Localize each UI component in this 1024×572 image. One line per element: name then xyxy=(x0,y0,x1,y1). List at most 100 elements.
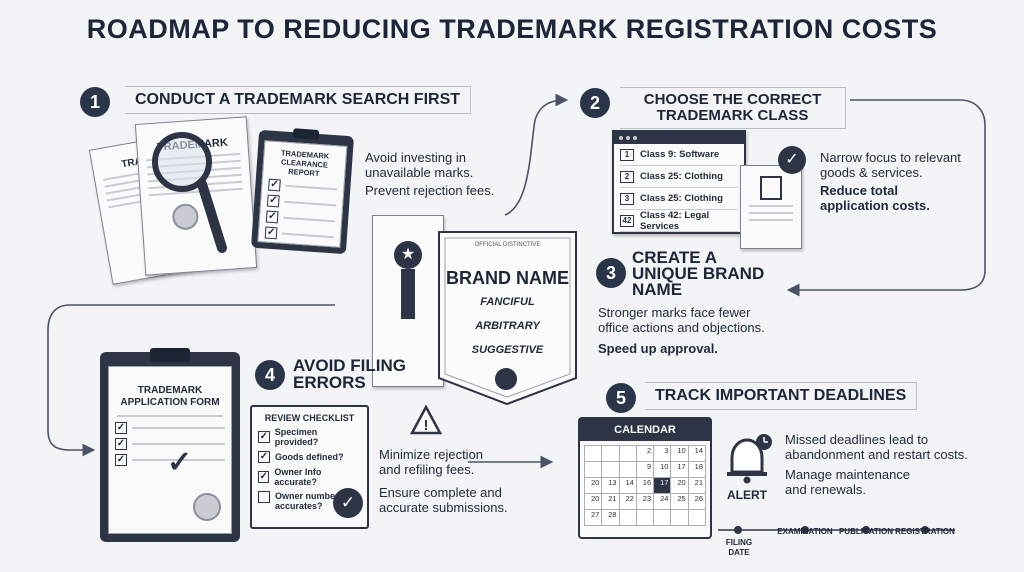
seal-icon xyxy=(193,493,221,521)
calendar-day: 22 xyxy=(619,494,636,509)
step-1-heading: CONDUCT A TRADEMARK SEARCH FIRST xyxy=(125,86,472,114)
calendar-day xyxy=(619,446,636,461)
calendar-day: 21 xyxy=(602,494,619,509)
step-5-heading: TRACK IMPORTANT DEADLINES xyxy=(645,382,918,410)
mark-type-2: ARBITRARY xyxy=(475,320,540,332)
calendar-day: 17 xyxy=(671,462,688,477)
calendar-day xyxy=(654,510,671,525)
checkmark-badge-icon: ✓ xyxy=(778,146,806,174)
checklist-title: REVIEW CHECKLIST xyxy=(264,413,355,423)
page-title: ROADMAP TO REDUCING TRADEMARK REGISTRATI… xyxy=(86,14,938,44)
class-number: 1 xyxy=(620,148,634,161)
mark-type-1: FANCIFUL xyxy=(480,296,535,308)
timeline-publication: PUBLICATION xyxy=(838,527,894,536)
calendar-day: 18 xyxy=(688,462,705,477)
class-number: 42 xyxy=(620,214,634,227)
class-number: 2 xyxy=(620,170,634,183)
timeline-filing-date: FILING DATE xyxy=(725,538,753,557)
ribbon-icon xyxy=(401,269,415,319)
step-3-text-2: Speed up approval. xyxy=(598,341,718,356)
calendar-title: CALENDAR xyxy=(580,419,710,441)
step-3-text-1: Stronger marks face fewer office actions… xyxy=(598,305,765,335)
svg-text:!: ! xyxy=(424,417,429,434)
calendar-day: 24 xyxy=(654,494,671,509)
calendar-day xyxy=(585,446,602,461)
class-row: 42 Class 42: Legal Services xyxy=(620,210,738,232)
calendar-day: 17 xyxy=(654,478,671,493)
step-4-text-1: Minimize rejection and refiling fees. xyxy=(379,447,484,477)
calendar-day: 14 xyxy=(688,446,705,461)
magnifying-glass-icon xyxy=(148,128,228,258)
calendar-day: 23 xyxy=(636,494,654,509)
calendar-day: 21 xyxy=(688,478,705,493)
calendar-day: 26 xyxy=(688,494,705,509)
step-4-text-2: Ensure complete and accurate submissions… xyxy=(379,485,508,515)
step-1-text-1: Avoid investing in unavailable marks. xyxy=(365,150,474,180)
calendar-day xyxy=(602,446,619,461)
class-row: 1 Class 9: Software xyxy=(620,144,738,166)
calendar-day xyxy=(585,462,602,477)
calendar-day: 3 xyxy=(654,446,671,461)
calendar-day: 16 xyxy=(636,478,654,493)
clearance-report-clipboard: TRADEMARK CLEARANCE REPORT ✓ ✓ ✓ ✓ xyxy=(251,128,354,255)
calendar-day: 25 xyxy=(671,494,688,509)
calendar-day: 9 xyxy=(636,462,654,477)
calendar-day: 14 xyxy=(619,478,636,493)
step-5-badge: 5 xyxy=(606,383,636,413)
brand-certificate: OFFICIAL DISTINCTIVE BRAND NAME FANCIFUL… xyxy=(435,228,580,408)
star-seal-icon: ★ xyxy=(394,241,422,269)
calendar-day: 10 xyxy=(671,446,688,461)
calendar-day xyxy=(688,510,705,525)
step-1-text-2: Prevent rejection fees. xyxy=(365,183,495,198)
form-title: TRADEMARK APPLICATION FORM xyxy=(120,385,220,408)
step-2-badge: 2 xyxy=(580,88,610,118)
checklist-item: Goods defined? xyxy=(275,452,344,462)
step-4-heading: AVOID FILING ERRORS xyxy=(293,356,407,392)
warning-icon: ! xyxy=(409,404,443,440)
checklist-item: Owner Info accurate? xyxy=(274,467,322,487)
calendar-day: 20 xyxy=(671,478,688,493)
profile-icon xyxy=(760,176,782,200)
step-3-badge: 3 xyxy=(596,258,626,288)
step-4-badge: 4 xyxy=(255,360,285,390)
step-3-heading: CREATE A UNIQUE BRAND NAME xyxy=(632,248,765,299)
checkmark-badge-icon: ✓ xyxy=(333,488,363,518)
calendar-day: 28 xyxy=(602,510,619,525)
alert-label: ALERT xyxy=(727,488,767,502)
big-checkmark-icon: ✓ xyxy=(167,446,193,479)
class-label: Class 9: Software xyxy=(640,149,720,160)
checklist-item: Owner number accurates? xyxy=(275,491,339,511)
certificate-header: OFFICIAL DISTINCTIVE xyxy=(474,242,541,248)
application-form-clipboard: TRADEMARK APPLICATION FORM ✓ ✓ ✓ ✓ xyxy=(100,348,240,542)
timeline-registration: REGISTRATION xyxy=(895,527,955,536)
calendar-day: 20 xyxy=(585,494,602,509)
class-label: Class 25: Clothing xyxy=(640,193,723,204)
certificate-back: ★ xyxy=(372,215,444,387)
calendar-day xyxy=(636,510,654,525)
bell-icon xyxy=(722,432,774,489)
calendar-day xyxy=(602,462,619,477)
class-label: Class 42: Legal Services xyxy=(640,209,710,232)
calendar-day xyxy=(671,510,688,525)
brand-name: BRAND NAME xyxy=(446,268,569,288)
report-title: TRADEMARK CLEARANCE REPORT xyxy=(280,148,330,179)
step-2-text-1: Narrow focus to relevant goods & service… xyxy=(820,150,961,180)
step-5-text-2: Manage maintenance and renewals. xyxy=(785,467,911,497)
calendar-day xyxy=(619,462,636,477)
calendar-day: 20 xyxy=(585,478,602,493)
calendar-day: 27 xyxy=(585,510,602,525)
class-number: 3 xyxy=(620,192,634,205)
class-document xyxy=(740,165,802,249)
seal-icon xyxy=(495,368,517,390)
step-2-heading: CHOOSE THE CORRECT TRADEMARK CLASS xyxy=(620,87,846,129)
step-2-text-2: Reduce total application costs. xyxy=(820,183,930,213)
step-1-badge: 1 xyxy=(80,87,110,117)
timeline-examination: EXAMINATION xyxy=(777,527,833,536)
calendar-day: 2 xyxy=(636,446,654,461)
